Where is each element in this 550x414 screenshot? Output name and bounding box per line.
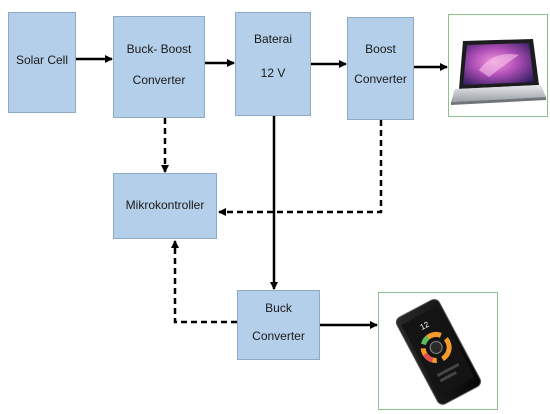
solar-cell-label: Solar Cell [15, 53, 69, 67]
mikrokontroller-block: Mikrokontroller [113, 173, 217, 239]
boost-label-line2: Converter [354, 72, 407, 86]
baterai-label-line2: 12 V [260, 66, 286, 80]
dashed-arrow-buck-to-mikrokontroller [171, 240, 237, 324]
baterai-block: Baterai 12 V [235, 12, 311, 116]
smartphone-icon: 12 [395, 298, 482, 405]
dashed-arrow-boost-to-mikrokontroller [218, 120, 383, 216]
buck-converter-block: Buck Converter [237, 290, 320, 360]
mikrokontroller-label: Mikrokontroller [125, 198, 205, 212]
buck-boost-label-line2: Converter [132, 73, 186, 87]
laptop-device-box [448, 14, 548, 117]
buck-boost-converter-block: Buck- Boost Converter [113, 16, 205, 118]
buck-label-line2: Converter [252, 329, 305, 343]
smartphone-device-box: 12 [378, 292, 498, 410]
laptop-icon [451, 39, 546, 105]
boost-converter-block: Boost Converter [347, 17, 414, 120]
baterai-label-line1: Baterai [253, 32, 293, 46]
buck-label-line1: Buck [265, 301, 292, 315]
buck-boost-label-line1: Buck- Boost [126, 42, 192, 56]
boost-label-line1: Boost [365, 42, 396, 56]
solar-cell-block: Solar Cell [8, 12, 76, 113]
